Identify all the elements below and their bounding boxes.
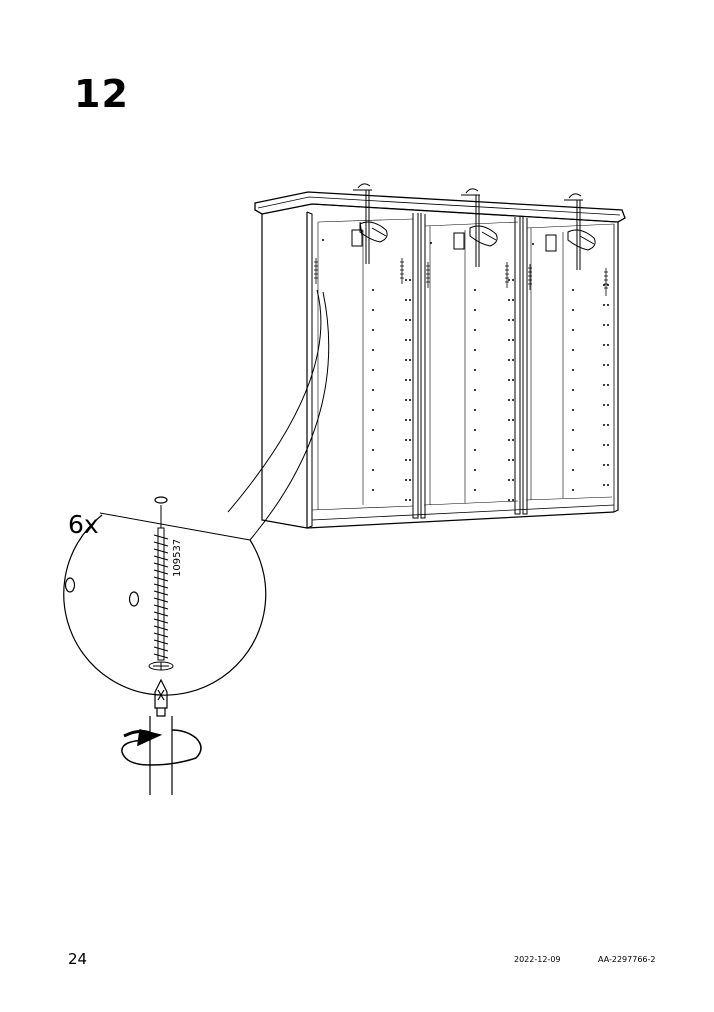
part-number-label: 109537 [172,538,183,577]
rotation-arrow-icon [121,729,202,766]
document-id: AA-2297766-2 [598,955,656,964]
detail-circle [63,514,267,696]
cabinet-illustration [254,183,626,529]
screwdriver-icon [149,678,173,795]
step-number: 12 [74,72,129,116]
document-date: 2022-12-09 [514,955,561,964]
screw-icon [148,505,174,671]
quantity-label: 6x [68,510,99,539]
clamp-middle [461,188,498,267]
callout-pointer [99,289,330,541]
clamp-right [564,193,596,270]
page-number: 24 [68,950,88,968]
clamp-left [353,183,388,264]
